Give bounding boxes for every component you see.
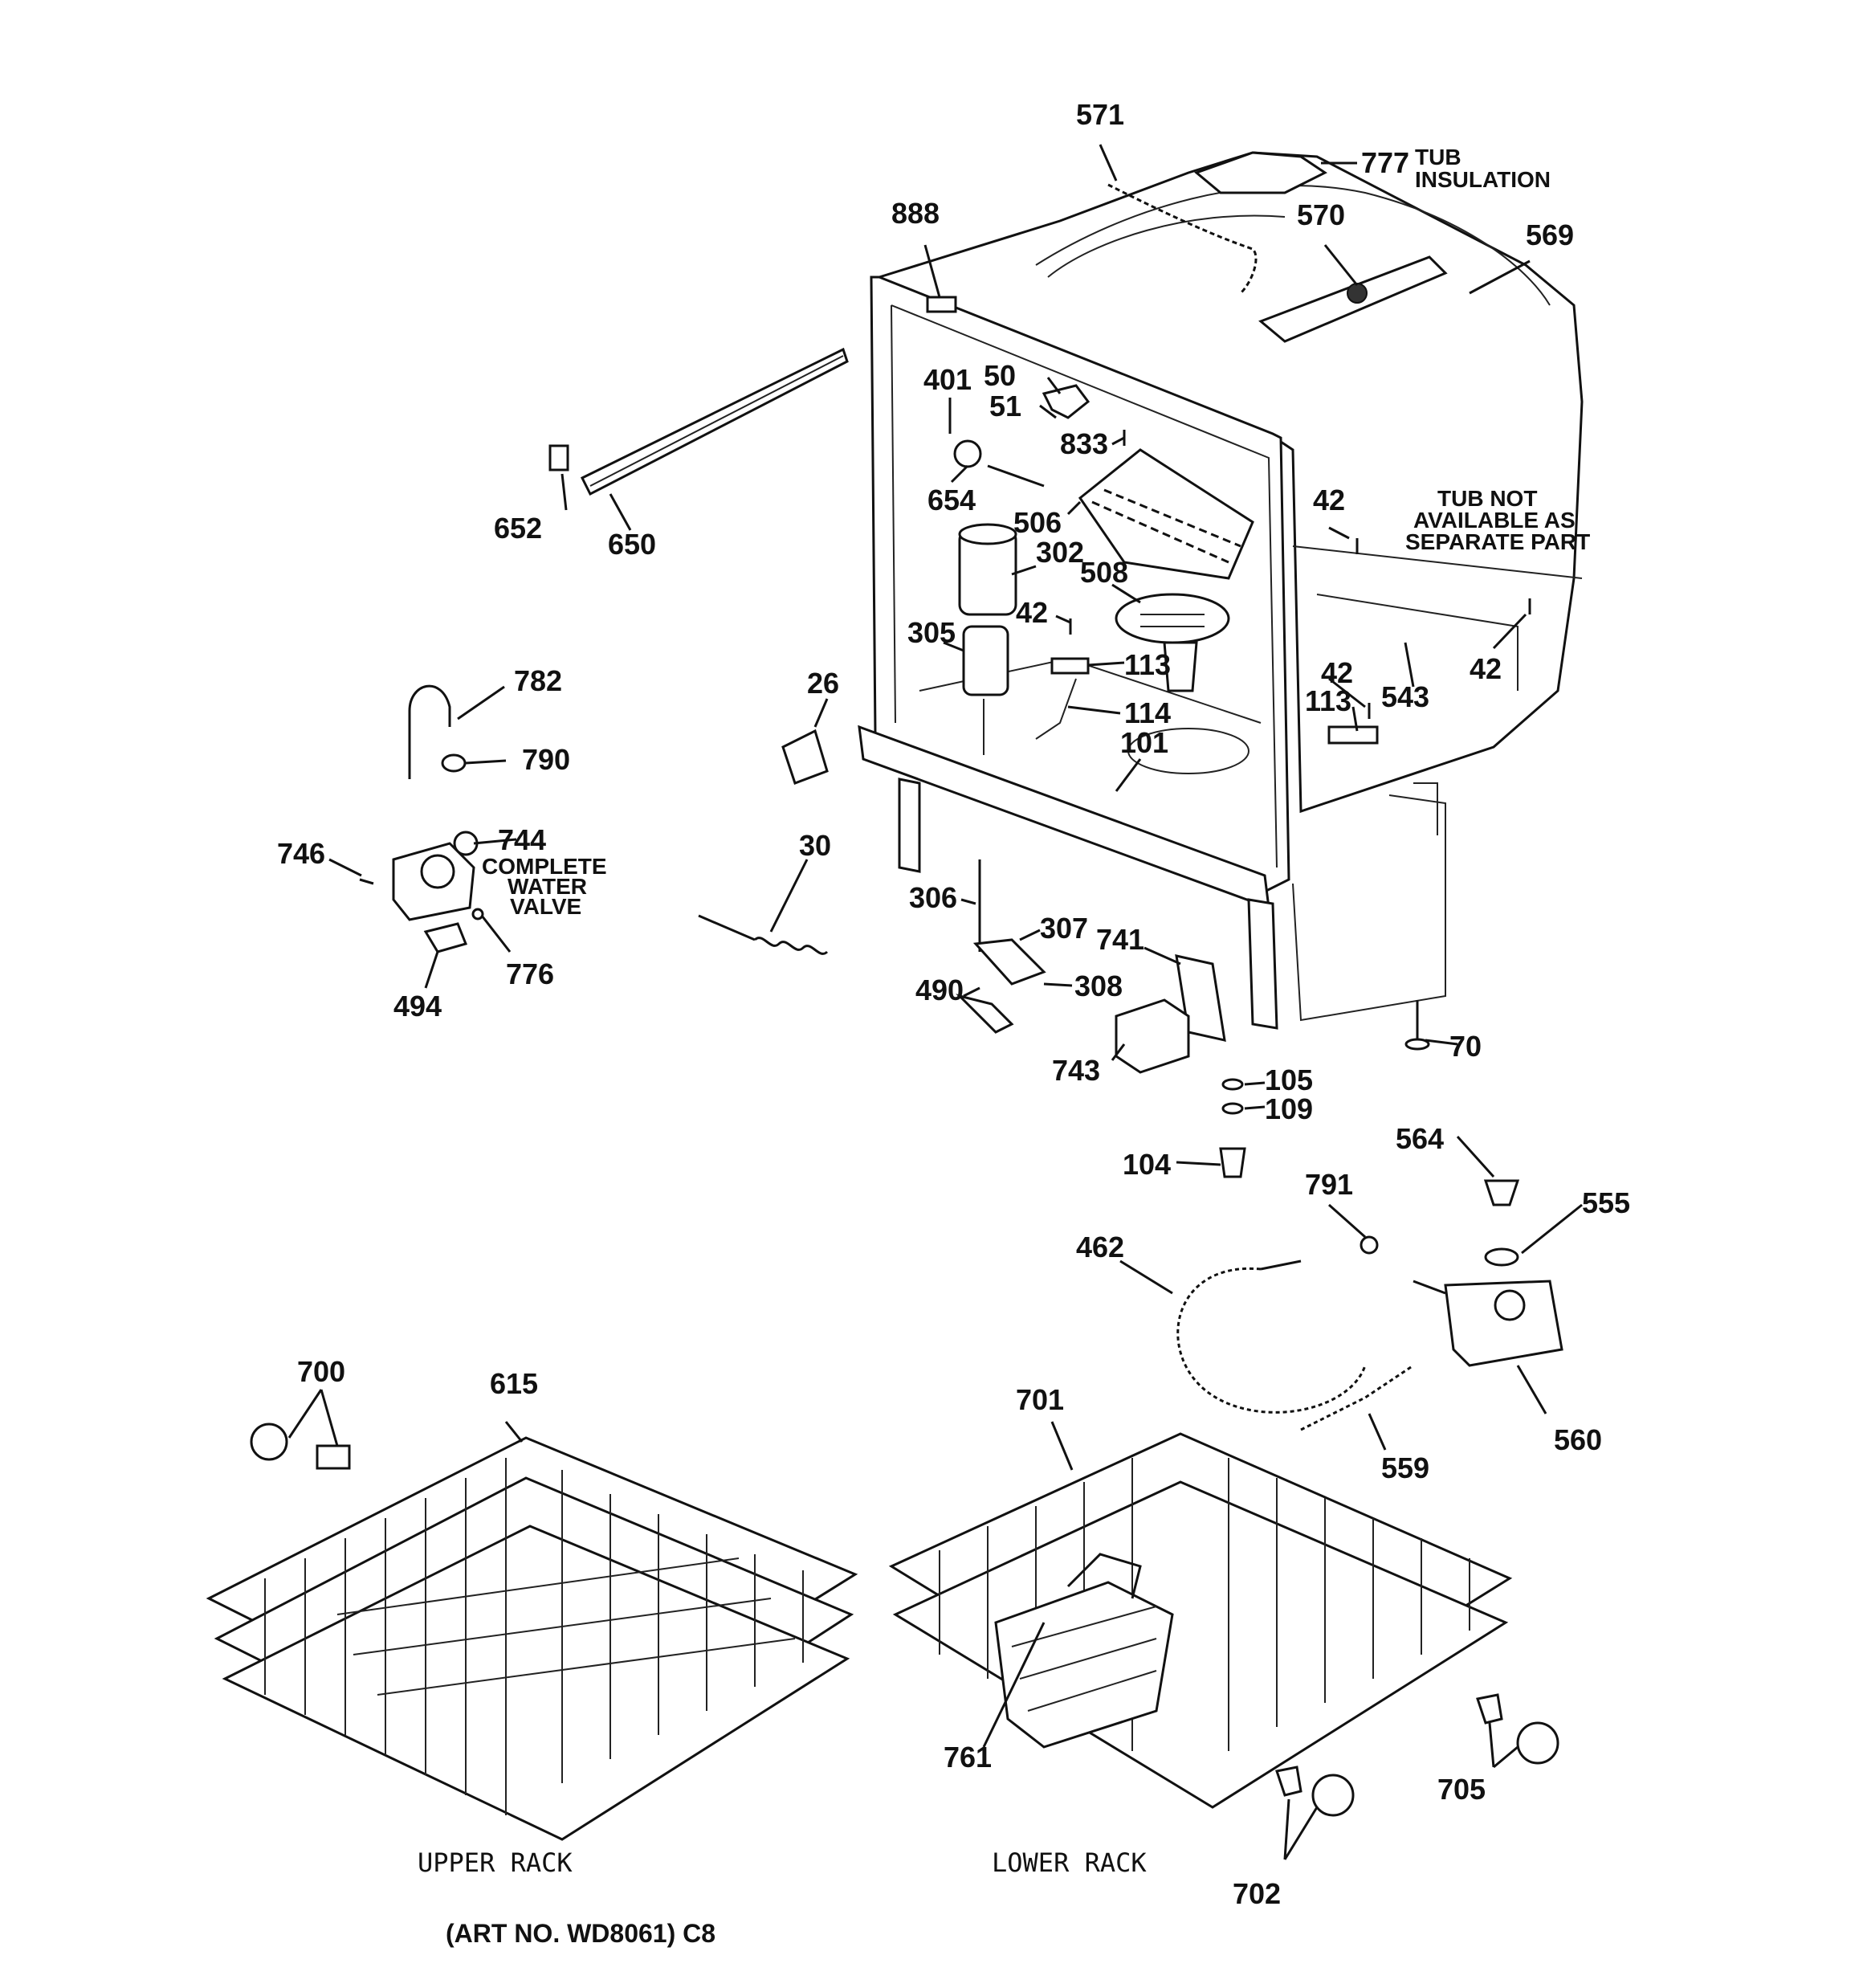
label-650: 650 bbox=[608, 528, 656, 561]
water-valve-note-line2: WATER bbox=[508, 874, 587, 899]
label-42-b: 42 bbox=[1313, 484, 1345, 516]
tub-not-available-line1: TUB NOT bbox=[1437, 486, 1537, 511]
label-741: 741 bbox=[1096, 923, 1144, 956]
label-654: 654 bbox=[927, 484, 976, 516]
notes: TUB INSULATION TUB NOT AVAILABLE AS SEPA… bbox=[482, 145, 1590, 919]
tub-assembly bbox=[858, 151, 1584, 1030]
tub-not-available-line3: SEPARATE PART bbox=[1405, 529, 1590, 554]
label-306: 306 bbox=[909, 881, 957, 914]
captions: UPPER RACK LOWER RACK (ART NO. WD8061) C… bbox=[418, 1847, 1147, 1948]
label-104: 104 bbox=[1123, 1148, 1171, 1181]
label-743: 743 bbox=[1052, 1054, 1100, 1087]
tub-insulation-note-line1: TUB bbox=[1415, 145, 1461, 169]
upper-rack bbox=[206, 1423, 858, 1841]
label-42-d: 42 bbox=[1321, 656, 1353, 689]
center-lower-parts bbox=[956, 859, 1563, 1431]
upper-rack-caption: UPPER RACK bbox=[418, 1847, 573, 1878]
part-labels: 571 777 888 570 569 401 50 51 833 652 65… bbox=[277, 98, 1630, 1910]
label-51: 51 bbox=[989, 390, 1021, 423]
label-494: 494 bbox=[393, 990, 442, 1023]
label-746: 746 bbox=[277, 837, 325, 870]
label-508: 508 bbox=[1080, 556, 1128, 589]
leader-lines bbox=[287, 144, 1583, 1860]
left-parts bbox=[359, 347, 849, 955]
label-506: 506 bbox=[1013, 506, 1062, 539]
label-307: 307 bbox=[1040, 912, 1088, 945]
label-101: 101 bbox=[1120, 726, 1168, 759]
label-777: 777 bbox=[1361, 146, 1409, 179]
label-571: 571 bbox=[1076, 98, 1124, 131]
label-833: 833 bbox=[1060, 427, 1108, 460]
label-462: 462 bbox=[1076, 1231, 1124, 1263]
label-569: 569 bbox=[1526, 218, 1574, 251]
label-543: 543 bbox=[1381, 680, 1429, 713]
label-401: 401 bbox=[923, 363, 972, 396]
water-valve-note-line3: VALVE bbox=[510, 894, 581, 919]
label-70: 70 bbox=[1449, 1030, 1482, 1063]
label-50: 50 bbox=[984, 359, 1016, 392]
label-615: 615 bbox=[490, 1367, 538, 1400]
label-700: 700 bbox=[297, 1355, 345, 1388]
label-702: 702 bbox=[1233, 1877, 1281, 1910]
label-113-b: 113 bbox=[1305, 684, 1351, 717]
label-705: 705 bbox=[1437, 1773, 1486, 1806]
water-valve-note-line1: COMPLETE bbox=[482, 854, 607, 879]
label-105: 105 bbox=[1265, 1063, 1313, 1096]
label-302: 302 bbox=[1036, 536, 1084, 569]
lower-rack bbox=[888, 1432, 1559, 1817]
label-560: 560 bbox=[1554, 1423, 1602, 1456]
label-555: 555 bbox=[1582, 1186, 1630, 1219]
label-888: 888 bbox=[891, 197, 940, 230]
lower-rack-caption: LOWER RACK bbox=[992, 1847, 1147, 1878]
label-701: 701 bbox=[1016, 1383, 1064, 1416]
label-308: 308 bbox=[1074, 970, 1123, 1002]
label-744: 744 bbox=[498, 823, 546, 856]
tub-not-available-line2: AVAILABLE AS bbox=[1413, 508, 1576, 533]
label-790: 790 bbox=[522, 743, 570, 776]
label-109: 109 bbox=[1265, 1092, 1313, 1125]
label-42-c: 42 bbox=[1470, 652, 1502, 685]
tub-insulation-note-line2: INSULATION bbox=[1415, 167, 1551, 192]
art-number-caption: (ART NO. WD8061) C8 bbox=[446, 1919, 715, 1948]
label-761: 761 bbox=[944, 1741, 992, 1774]
label-776: 776 bbox=[506, 957, 554, 990]
label-42-a: 42 bbox=[1016, 596, 1048, 629]
label-652: 652 bbox=[494, 512, 542, 545]
label-114: 114 bbox=[1124, 696, 1171, 729]
label-113-a: 113 bbox=[1124, 648, 1171, 681]
label-782: 782 bbox=[514, 664, 562, 697]
label-564: 564 bbox=[1396, 1122, 1444, 1155]
label-490: 490 bbox=[915, 974, 964, 1006]
label-30: 30 bbox=[799, 829, 831, 862]
label-559: 559 bbox=[1381, 1451, 1429, 1484]
label-570: 570 bbox=[1297, 198, 1345, 231]
label-26: 26 bbox=[807, 667, 839, 700]
label-305: 305 bbox=[907, 616, 956, 649]
label-791: 791 bbox=[1305, 1168, 1353, 1201]
